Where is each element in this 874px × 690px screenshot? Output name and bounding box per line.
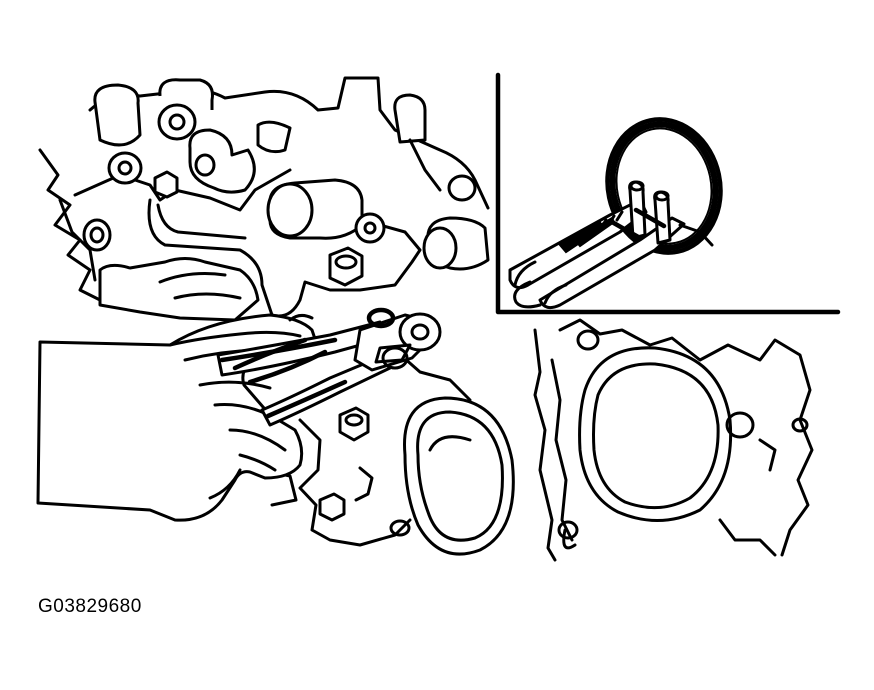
detail-inset [498,75,838,312]
engine-block [40,78,488,320]
hand-with-pliers [38,310,440,520]
lower-block [262,350,513,554]
block-right-side [535,320,812,560]
figure-code: G03829680 [38,596,142,617]
